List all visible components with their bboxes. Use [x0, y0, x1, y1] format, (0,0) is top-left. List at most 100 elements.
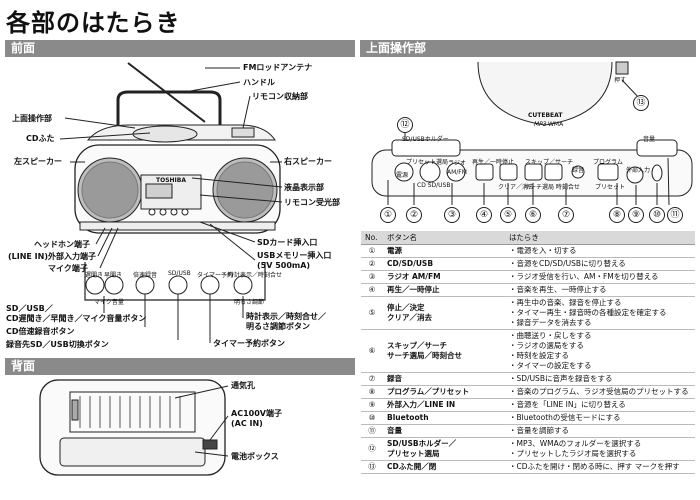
- label-vent: 通気孔: [231, 381, 255, 390]
- description-line: ・電源を入・切する: [509, 246, 577, 255]
- folder-keys: [391, 139, 461, 157]
- description-line: ・SD/USBに音声を録音をする: [509, 374, 613, 383]
- row-button-name: スキップ／サーチサーチ選局／時刻合せ: [383, 329, 505, 373]
- btn-label-dub: 倍速録音: [133, 272, 158, 279]
- row-number: ⑬: [361, 460, 383, 474]
- callout-11: ⑪: [667, 207, 683, 223]
- row-description: ・曲聴送り・戻しをする・ラジオの選局をする・時刻を設定する・タイマーの設定をする: [505, 329, 695, 373]
- btn-label-bright: 明るさ調節: [234, 299, 265, 306]
- table-header-row: No. ボタン名 はたらき: [361, 231, 695, 245]
- description-line: ・タイマー再生・録音時の各種設定を確定する: [509, 308, 667, 317]
- description-line: ・音量を調節する: [509, 426, 569, 435]
- btn-label-sdusb: SD/USB: [168, 270, 191, 277]
- description-line: ・曲聴送り・戻しをする: [509, 331, 592, 340]
- btn-label-timer: タイマー予約: [197, 272, 234, 279]
- row-description: ・MP3、WMAのフォルダーを選択する・プリセットしたラジオ局を選択する: [505, 437, 695, 461]
- row-description: ・ラジオ受信を行い、AM・FMを切り替える: [505, 270, 695, 284]
- handle-shape: [116, 90, 222, 128]
- description-line: ・音源をCD/SD/USBに切り替える: [509, 259, 626, 268]
- callout-4: ④: [476, 207, 492, 223]
- btn-label-clock: 時計表示／時刻合せ: [228, 272, 283, 279]
- label-sd-usb-1: SD／USB／: [6, 304, 53, 313]
- callout-10: ⑩: [649, 207, 665, 223]
- label-rec-dest: 録音先SD／USB切換ボタン: [6, 340, 109, 349]
- btn-label-mic-vol: マイク音量: [94, 299, 124, 306]
- label-usb-spec: (5V 500mA): [257, 261, 311, 270]
- brand-logo: TOSHIBA: [156, 177, 186, 184]
- clear-label: クリア／消去: [498, 184, 535, 191]
- label-ac-1: AC100V端子: [231, 409, 282, 418]
- callout-9: ⑨: [628, 207, 644, 223]
- row-number: ⑩: [361, 411, 383, 425]
- label-cd-dub: CD倍速録音ボタン: [6, 327, 75, 336]
- callout-1: ①: [380, 207, 396, 223]
- radio-label: ラジオ: [448, 160, 466, 167]
- row-button-name: 録音: [383, 372, 505, 386]
- push-label: 押す: [614, 77, 627, 84]
- label-ac-2: (AC IN): [231, 419, 263, 428]
- program2-label: プリセット: [595, 184, 626, 191]
- row-number: ②: [361, 257, 383, 271]
- battery-cover: [59, 437, 206, 467]
- label-left-speaker: 左スピーカー: [14, 157, 62, 166]
- label-cd-lid: CDふた: [26, 134, 55, 143]
- row-number: ⑫: [361, 437, 383, 461]
- control-panel-outline: [84, 262, 266, 301]
- skip-label: スキップ／サーチ: [525, 159, 574, 166]
- description-line: ・音楽のプログラム、ラジオ受信局のプリセットする: [509, 387, 689, 396]
- description-line: ・音源を「LINE IN」に切り替える: [509, 400, 626, 409]
- rec-label: 録音: [572, 167, 585, 174]
- row-button-name: CDふた開／閉: [383, 460, 505, 474]
- row-description: ・Bluetoothの受信モードにする: [505, 411, 695, 425]
- callout-13: ⑬: [633, 95, 649, 111]
- linein-label: 外部入力: [626, 167, 651, 174]
- row-description: ・電源を入・切する: [505, 244, 695, 258]
- description-line: ・プリセットしたラジオ局を選択する: [509, 449, 637, 458]
- program-label: プログラム: [593, 159, 623, 166]
- label-handle: ハンドル: [243, 78, 275, 87]
- row-description: ・音源を「LINE IN」に切り替える: [505, 398, 695, 412]
- row-button-name: Bluetooth: [383, 411, 505, 425]
- row-number: ④: [361, 283, 383, 297]
- row-button-name: 電源: [383, 244, 505, 258]
- row-button-name: ラジオ AM/FM: [383, 270, 505, 284]
- label-right-speaker: 右スピーカー: [284, 157, 332, 166]
- callout-2: ②: [406, 207, 422, 223]
- description-line: ・MP3、WMAのフォルダーを選択する: [509, 439, 642, 448]
- row-button-name: 音量: [383, 424, 505, 438]
- description-line: ・再生中の音楽、録音を停止する: [509, 298, 622, 307]
- row-description: ・音量を調節する: [505, 424, 695, 438]
- row-button-name: 停止／決定クリア／消去: [383, 296, 505, 330]
- label-sd-usb-2: CD遅聞き／早聞き／マイク音量ボタン: [6, 314, 147, 323]
- label-usb-slot: USBメモリー挿入口: [257, 251, 332, 260]
- section-back: 背面: [5, 358, 355, 375]
- label-headphone: ヘッドホン端子: [34, 240, 90, 249]
- callout-7: ⑦: [558, 207, 574, 223]
- mp3-logo: MP3: [534, 121, 547, 128]
- callout-5: ⑤: [500, 207, 516, 223]
- push-mark: [615, 61, 629, 75]
- row-number: ⑨: [361, 398, 383, 412]
- row-number: ⑧: [361, 385, 383, 399]
- label-lcd: 液晶表示部: [284, 183, 324, 192]
- page-title: 各部のはたらき: [6, 9, 181, 37]
- volume-label: 音量: [643, 136, 656, 143]
- description-line: ・時刻を設定する: [509, 351, 569, 360]
- callout-3: ③: [444, 207, 460, 223]
- description-line: ・録音データを消去する: [509, 318, 592, 327]
- remote-slot: [231, 127, 255, 138]
- section-front: 前面: [5, 40, 355, 57]
- btn-clock: [233, 275, 253, 295]
- row-description: ・CDふたを開け・閉める時に、押す マークを押す: [505, 460, 695, 474]
- row-description: ・音楽を再生、一時停止する: [505, 283, 695, 297]
